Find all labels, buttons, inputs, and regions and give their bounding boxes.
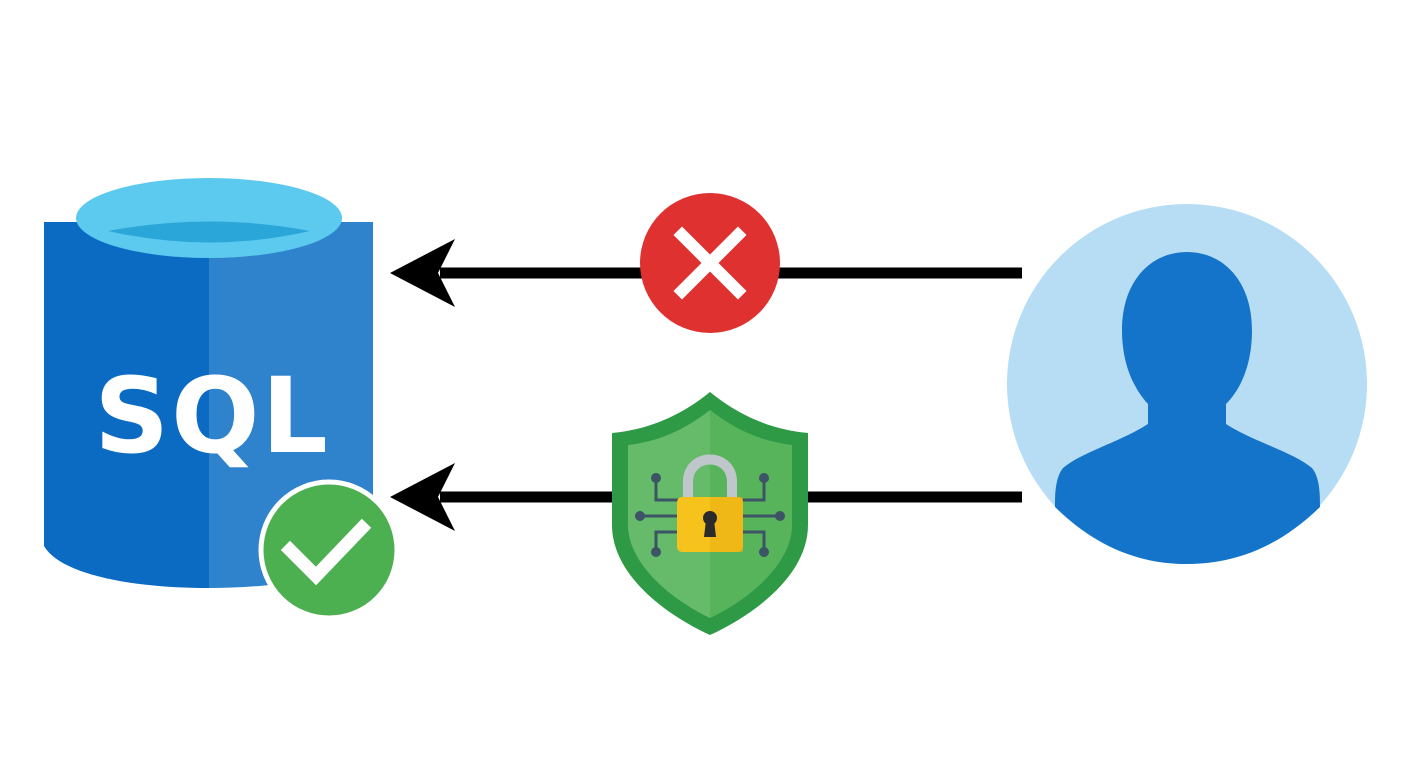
check-circle-icon xyxy=(258,479,400,621)
circuit-nodes xyxy=(635,473,785,557)
user-avatar-icon xyxy=(1007,204,1367,564)
x-circle-icon xyxy=(640,193,780,333)
cylinder-top-rim xyxy=(76,178,342,258)
shield-inner-shade xyxy=(710,410,792,618)
shield-lock-icon xyxy=(612,392,808,635)
avatar-silhouette xyxy=(1055,252,1320,564)
cylinder-top-inner xyxy=(108,221,310,243)
arrow-head-left xyxy=(390,463,455,531)
arrow-head-left xyxy=(390,239,455,307)
cylinder-body-left xyxy=(44,222,209,588)
lock-shackle xyxy=(683,454,737,500)
circuit-lines xyxy=(640,478,780,552)
database-label: SQL xyxy=(94,355,330,477)
